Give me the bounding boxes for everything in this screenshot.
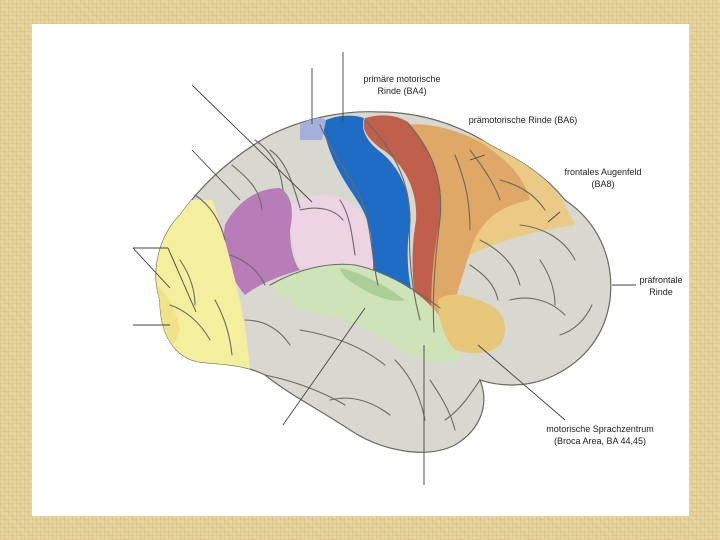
somatosensory-region [289, 194, 374, 280]
label-prefrontal-line2: Rinde [649, 287, 673, 297]
label-prefrontal-line1: präfrontale [639, 275, 682, 285]
label-premotor: prämotorische Rinde (BA6) [469, 115, 578, 125]
primary-auditory-region [340, 268, 405, 301]
gyri-lines [169, 119, 593, 431]
label-broca-line1: motorische Sprachzentrum [546, 424, 654, 434]
label-frontal-eye-line2: (BA8) [591, 179, 614, 189]
label-primary-motor-line2: Rinde (BA4) [377, 86, 426, 96]
broca-area-region [438, 294, 506, 354]
premotor-cortex-region [363, 115, 442, 330]
parietal-association-region [223, 188, 300, 295]
leader-lines [132, 52, 636, 485]
labels: primäre motorische Rinde (BA4) prämotori… [363, 74, 682, 446]
label-primary-motor-line1: primäre motorische [363, 74, 440, 84]
label-broca-line2: (Broca Area, BA 44,45) [554, 436, 646, 446]
auditory-cortex-region [270, 264, 460, 362]
label-frontal-eye-line1: frontales Augenfeld [564, 167, 641, 177]
primary-motor-cortex-region [322, 115, 418, 316]
supplementary-motor-region [300, 117, 326, 140]
